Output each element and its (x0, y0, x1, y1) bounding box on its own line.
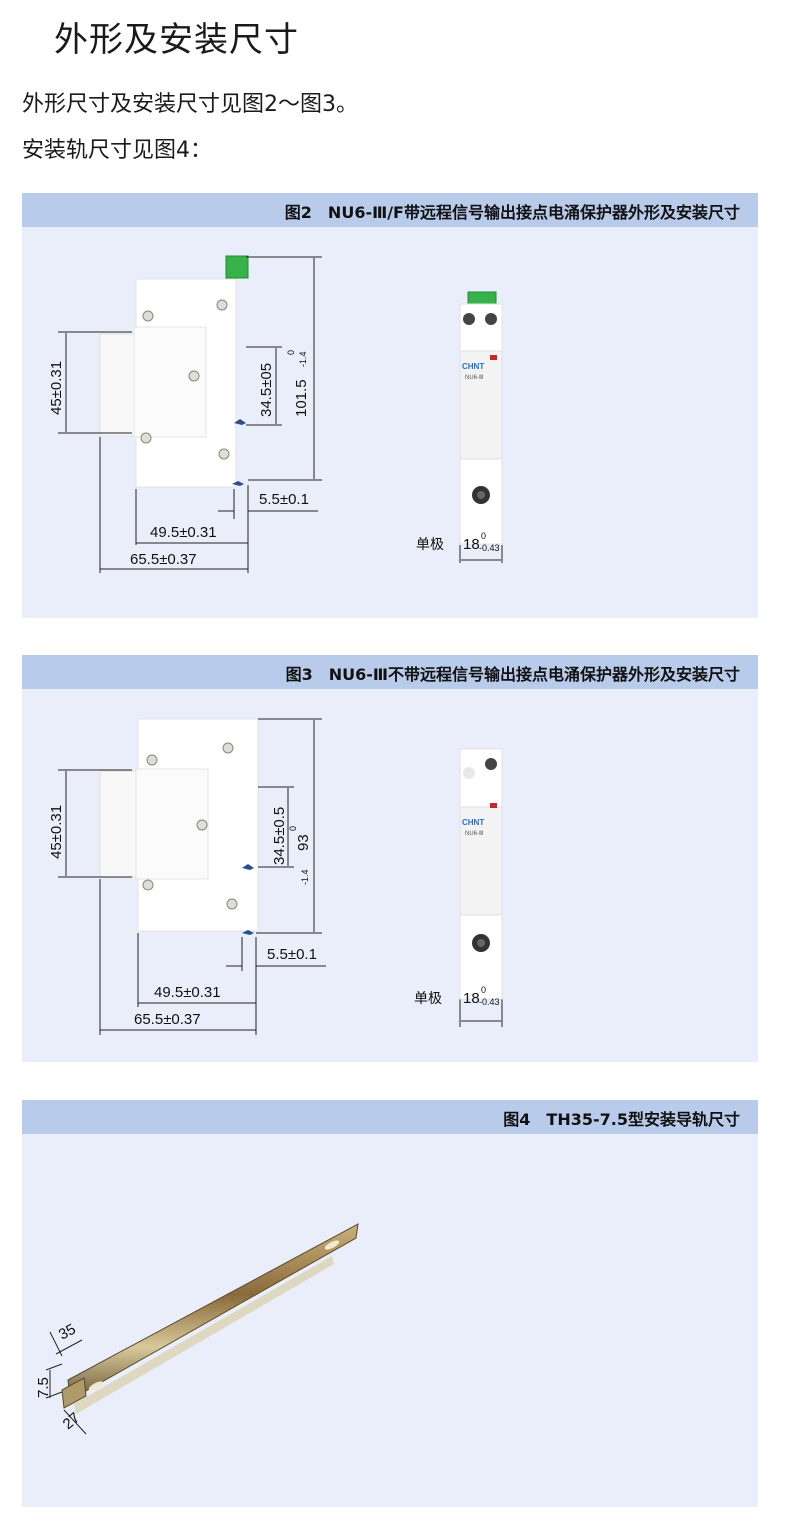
figure-3-panel: 图3 NU6-Ⅲ不带远程信号输出接点电涌保护器外形及安装尺寸 (22, 655, 758, 1062)
dim-height-inner: 34.5±0.5 (271, 807, 288, 865)
figure-2-caption: 图2 NU6-Ⅲ/F带远程信号输出接点电涌保护器外形及安装尺寸 (284, 203, 740, 222)
section-title: 外形及安装尺寸 (54, 20, 299, 60)
figure-4-header: 图4 TH35-7.5型安装导轨尺寸 (22, 1100, 758, 1134)
pole-label: 单极 (416, 537, 444, 553)
dim-width-tol-dn: -0.43 (479, 997, 500, 1007)
intro-line-1: 外形尺寸及安装尺寸见图2～图3。 (22, 92, 358, 117)
indicator-icon (490, 803, 497, 808)
figure-2-drawing: 45±0.31 34.5±05 101.5 0 -1.4 5.5±0.1 49.… (48, 255, 503, 573)
dim-rail-inner: 27 (60, 1409, 84, 1433)
dim-rail-offset: 5.5±0.1 (259, 491, 309, 508)
dim-rail-offset: 5.5±0.1 (267, 946, 317, 963)
dim-height-total-tol-dn: -1.4 (298, 351, 308, 367)
side-view-device (99, 718, 259, 935)
front-view-device: CHNT NU6-Ⅲ (459, 291, 503, 545)
brand-logo: CHNT (462, 362, 484, 371)
indicator-icon (490, 355, 497, 360)
figure-3-drawing: 45±0.31 34.5±0.5 93 0 -1.4 5.5±0.1 49.5±… (48, 718, 503, 1035)
figure-4-caption: 图4 TH35-7.5型安装导轨尺寸 (503, 1110, 740, 1129)
dim-width: 18 (463, 990, 480, 1007)
dim-height-total-tol-up: 0 (288, 826, 298, 831)
dim-rail-width: 35 (56, 1321, 79, 1344)
side-view-device (99, 255, 249, 488)
dim-height-total: 101.5 (293, 379, 310, 417)
dim-height-total-tol-dn: -1.4 (300, 869, 310, 885)
dim-height-inner: 34.5±05 (258, 363, 275, 417)
terminal-block-icon (225, 255, 249, 279)
intro-line-2: 安装轨尺寸见图4： (22, 138, 212, 163)
dim-depth-total: 65.5±0.37 (134, 1011, 201, 1028)
din-rail (61, 1223, 359, 1414)
dim-depth-inner: 49.5±0.31 (150, 524, 217, 541)
dim-width: 18 (463, 536, 480, 553)
dim-rail-height: 7.5 (35, 1377, 52, 1398)
dim-depth-inner: 49.5±0.31 (154, 984, 221, 1001)
dim-depth-total: 65.5±0.37 (130, 551, 197, 568)
dim-height-module: 45±0.31 (48, 361, 65, 415)
dim-width-tol-up: 0 (481, 531, 486, 541)
figure-3-caption: 图3 NU6-Ⅲ不带远程信号输出接点电涌保护器外形及安装尺寸 (285, 665, 740, 684)
front-view-device: CHNT NU6-Ⅲ (459, 748, 503, 1000)
brand-logo: CHNT (462, 818, 484, 827)
figure-4-panel: 图4 TH35-7.5型安装导轨尺寸 35 7.5 (22, 1100, 758, 1507)
dim-height-total-tol-up: 0 (286, 350, 296, 355)
figure-4-drawing: 35 7.5 27 (35, 1223, 359, 1435)
dim-height-module: 45±0.31 (48, 805, 65, 859)
figure-2-header: 图2 NU6-Ⅲ/F带远程信号输出接点电涌保护器外形及安装尺寸 (22, 193, 758, 227)
dim-width-tol-up: 0 (481, 985, 486, 995)
figure-2-panel: 图2 NU6-Ⅲ/F带远程信号输出接点电涌保护器外形及安装尺寸 (22, 193, 758, 618)
dim-height-total: 93 (295, 834, 312, 851)
pole-label: 单极 (414, 991, 442, 1007)
dim-width-tol-dn: -0.43 (479, 543, 500, 553)
figure-3-header: 图3 NU6-Ⅲ不带远程信号输出接点电涌保护器外形及安装尺寸 (22, 655, 758, 689)
model-label: NU6-Ⅲ (465, 831, 483, 837)
model-label: NU6-Ⅲ (465, 375, 483, 381)
terminal-block-icon (467, 291, 497, 305)
